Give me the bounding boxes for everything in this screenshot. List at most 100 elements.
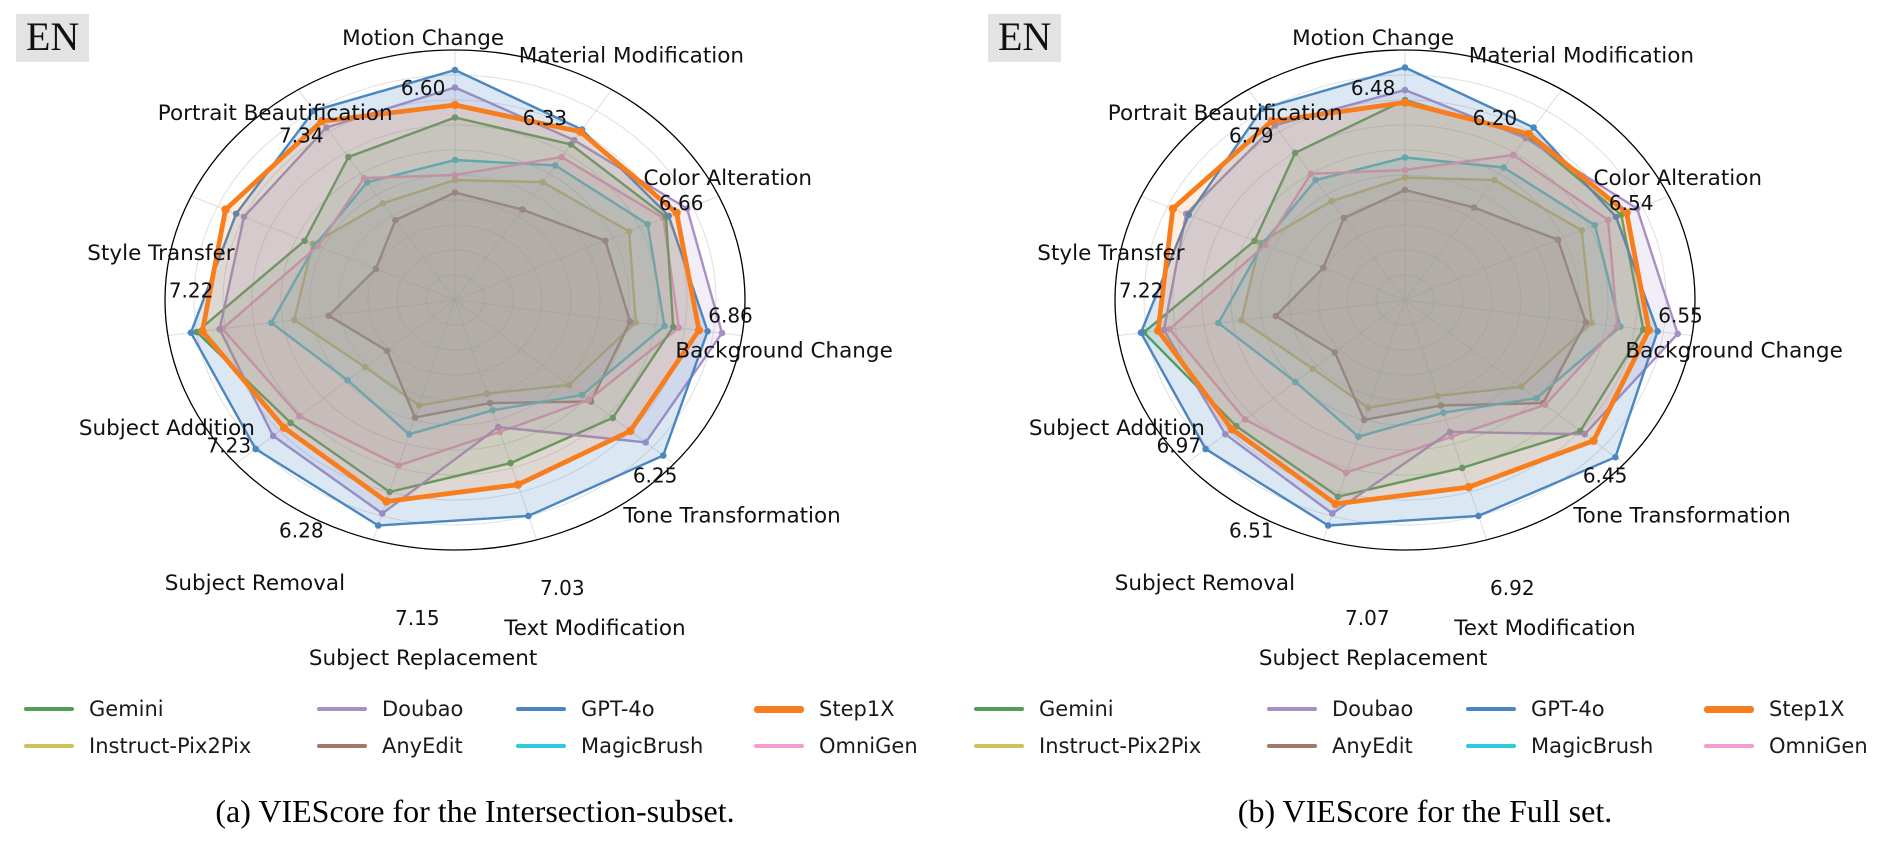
legend-item-magicbrush: MagicBrush xyxy=(1466,731,1704,761)
series-point-omnigen xyxy=(395,462,402,469)
grid-spoke xyxy=(297,89,456,301)
series-point-anyedit xyxy=(372,265,380,273)
legend-item-instruct-pix2pix: Instruct-Pix2Pix xyxy=(24,731,317,761)
series-point-gpt-4o xyxy=(1202,445,1209,453)
doubao-line-swatch-icon xyxy=(317,707,367,711)
series-point-gpt-4o xyxy=(1401,64,1409,71)
series-fill-gpt-4o xyxy=(1140,67,1658,526)
axis-max-label: 6.54 xyxy=(1609,191,1654,215)
series-point-instruct-pix2pix xyxy=(1588,319,1595,327)
series-point-anyedit xyxy=(411,414,419,421)
series-fill-gpt-4o xyxy=(190,70,708,526)
legend-label: AnyEdit xyxy=(1332,734,1413,758)
series-point-gpt-4o xyxy=(1530,124,1537,131)
series-point-gpt-4o xyxy=(1259,105,1266,112)
legend-item-gemini: Gemini xyxy=(974,694,1267,724)
axis-max-label: 6.25 xyxy=(633,464,678,488)
legend-item-anyedit: AnyEdit xyxy=(317,731,516,761)
series-line-anyedit xyxy=(1274,188,1588,422)
series-point-omnigen xyxy=(296,412,303,420)
series-point-step1x xyxy=(1331,499,1340,509)
series-point-gemini xyxy=(451,114,459,121)
series-point-anyedit xyxy=(325,312,333,320)
series-point-anyedit xyxy=(602,237,609,245)
category-label: Subject Removal xyxy=(1115,571,1295,596)
outer-circle xyxy=(1114,49,1696,551)
series-point-gemini xyxy=(1334,493,1342,501)
series-line-omnigen xyxy=(1168,153,1619,474)
series-point-doubao xyxy=(1329,510,1336,517)
series-point-doubao xyxy=(379,510,386,517)
axis-max-label: 6.20 xyxy=(1473,106,1518,130)
series-point-instruct-pix2pix xyxy=(632,319,640,326)
legend-label: MagicBrush xyxy=(581,734,704,758)
axis-max-label: 6.79 xyxy=(1229,124,1274,148)
category-label: Tone Transformation xyxy=(1572,504,1791,529)
axis-max-label: 6.51 xyxy=(1229,519,1274,543)
series-point-anyedit xyxy=(1437,402,1445,409)
axis-max-label: 6.97 xyxy=(1157,434,1202,458)
axis-max-label: 7.34 xyxy=(279,124,324,148)
grid-spoke xyxy=(1404,299,1625,465)
series-point-gemini xyxy=(386,488,393,496)
series-point-step1x xyxy=(576,127,585,136)
series-point-gpt-4o xyxy=(525,512,532,520)
series-point-step1x xyxy=(1227,425,1237,434)
category-label: Motion Change xyxy=(1292,26,1454,51)
step1x-line-swatch-icon xyxy=(1704,705,1754,713)
series-point-step1x xyxy=(317,117,326,126)
series-line-doubao xyxy=(218,86,724,515)
series-point-anyedit xyxy=(486,399,494,407)
series-point-step1x xyxy=(279,423,289,432)
series-point-step1x xyxy=(221,205,230,214)
instruct-pix2pix-line-swatch-icon xyxy=(974,744,1024,748)
series-point-omnigen xyxy=(1261,241,1269,249)
series-point-doubao xyxy=(495,423,502,431)
series-fill-gemini xyxy=(1143,100,1644,497)
series-point-doubao xyxy=(642,439,649,446)
legend-item-step1x: Step1X xyxy=(754,694,914,724)
series-point-doubao xyxy=(269,432,277,440)
series-point-gemini xyxy=(609,414,617,422)
series-point-anyedit xyxy=(1272,312,1280,320)
series-point-instruct-pix2pix xyxy=(565,381,573,389)
series-point-doubao xyxy=(1160,326,1168,334)
category-label: Portrait Beautification xyxy=(158,101,393,126)
category-label: Color Alteration xyxy=(1594,166,1763,191)
series-point-step1x xyxy=(626,426,635,436)
axis-max-label: 6.48 xyxy=(1351,76,1396,100)
series-point-anyedit xyxy=(383,347,391,355)
series-point-magicbrush xyxy=(1401,154,1409,161)
legend-item-gpt-4o: GPT-4o xyxy=(1466,694,1704,724)
legend-item-omnigen: OmniGen xyxy=(754,731,918,761)
language-badge-right: EN xyxy=(988,14,1062,62)
category-label: Text Modification xyxy=(1453,616,1635,641)
series-point-instruct-pix2pix xyxy=(415,402,423,409)
anyedit-line-swatch-icon xyxy=(317,744,367,748)
series-point-step1x xyxy=(694,326,704,335)
series-point-magicbrush xyxy=(1215,319,1222,327)
series-point-omnigen xyxy=(1401,166,1409,174)
series-point-magicbrush xyxy=(552,162,559,169)
series-point-magicbrush xyxy=(1500,164,1508,171)
series-point-gpt-4o xyxy=(1475,512,1482,520)
anyedit-line-swatch-icon xyxy=(1267,744,1317,748)
doubao-line-swatch-icon xyxy=(1267,707,1317,711)
series-point-doubao xyxy=(683,205,691,212)
series-point-instruct-pix2pix xyxy=(379,200,387,207)
series-point-magicbrush xyxy=(344,376,351,384)
category-label: Portrait Beautification xyxy=(1108,101,1343,126)
legend-label: GPT-4o xyxy=(581,697,655,721)
legend-label: OmniGen xyxy=(819,734,918,758)
grid-spoke xyxy=(454,299,675,465)
category-label: Background Change xyxy=(675,339,892,364)
series-point-instruct-pix2pix xyxy=(451,176,459,184)
series-point-doubao xyxy=(1222,430,1229,438)
series-point-doubao xyxy=(451,84,459,91)
series-point-gpt-4o xyxy=(1612,213,1620,221)
category-label: Background Change xyxy=(1625,339,1842,364)
series-point-gpt-4o xyxy=(451,66,459,74)
series-point-instruct-pix2pix xyxy=(539,178,547,186)
legend-item-gpt-4o: GPT-4o xyxy=(516,694,754,724)
